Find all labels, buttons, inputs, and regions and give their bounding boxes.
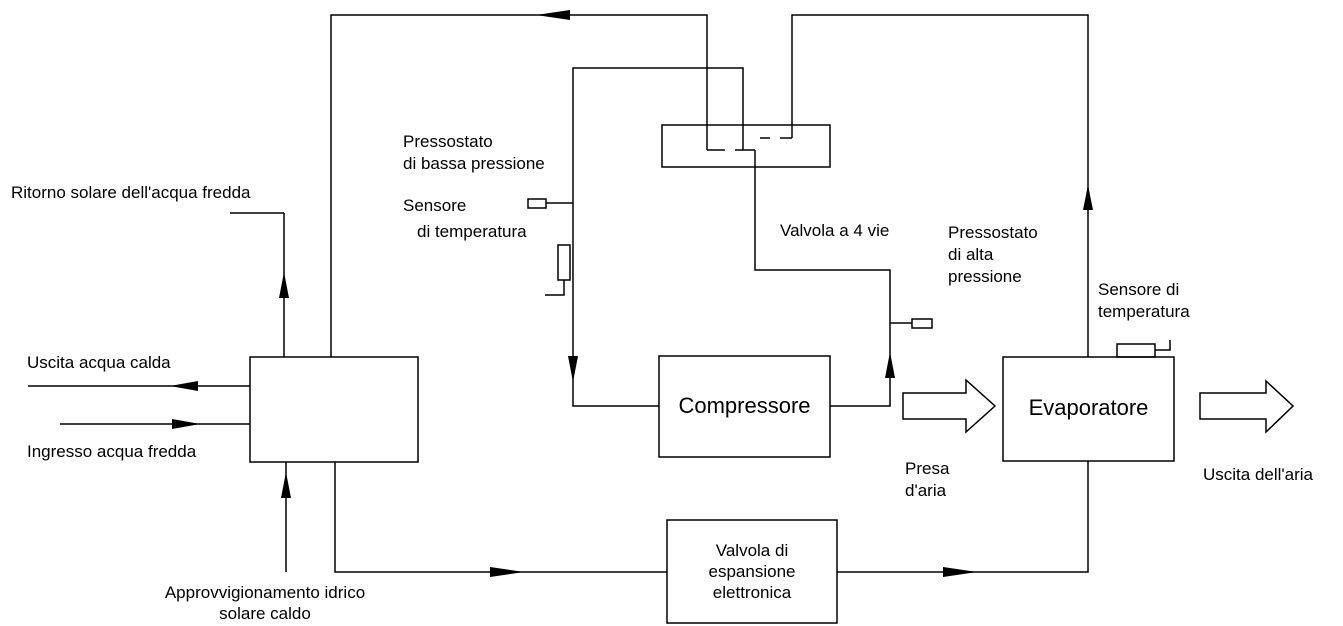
temp-sensor-right-lead <box>1155 340 1171 351</box>
high-pressure-switch-label-1: Pressostato <box>948 223 1038 242</box>
evap-in-arrowhead <box>943 567 977 577</box>
temp-sensor-left-label-1: Sensore <box>403 196 467 215</box>
hot-water-out-label: Uscita acqua calda <box>27 353 171 372</box>
temp-sensor-left-label-2: di temperatura <box>417 222 527 241</box>
air-intake-arrow <box>902 378 997 434</box>
solar-return-arrowhead <box>279 272 289 298</box>
evaporator-label: Evaporatore <box>1028 395 1149 420</box>
cold-water-in-arrowhead <box>172 419 200 429</box>
cold-water-in-label: Ingresso acqua fredda <box>27 442 197 461</box>
four-way-valve-label: Valvola a 4 vie <box>780 221 890 240</box>
air-intake-label-1: Presa <box>905 459 950 478</box>
discharge-up-arrowhead <box>885 352 895 378</box>
temp-sensor-right-body <box>1116 343 1156 358</box>
water-heat-exchanger <box>249 356 419 463</box>
air-intake-label-2: d'aria <box>905 481 947 500</box>
solar-supply-arrowhead <box>281 472 291 498</box>
refrigerant-evap-out-loop <box>837 461 1089 573</box>
refrigerant-evap-up-loop <box>791 14 1089 357</box>
low-pressure-switch-body <box>527 198 547 209</box>
temp-sensor-right-label-2: temperatura <box>1098 302 1190 321</box>
refrigerant-top-loop <box>330 14 708 357</box>
air-outlet-arrow <box>1199 379 1295 434</box>
hot-water-out-arrowhead <box>170 381 198 391</box>
compressor-discharge-line <box>754 150 891 407</box>
high-pressure-switch-label-2: di alta <box>948 245 994 264</box>
four-way-valve-box <box>661 124 831 168</box>
evap-up-arrowhead <box>1083 185 1093 210</box>
air-outlet-label: Uscita dell'aria <box>1203 465 1314 484</box>
top-loop-arrowhead <box>536 10 570 20</box>
bottom-loop-arrowhead <box>490 567 524 577</box>
compressor-suction-line <box>572 67 744 407</box>
high-pressure-switch-label-3: pressione <box>948 267 1022 286</box>
suction-down-arrowhead <box>568 356 578 382</box>
temp-sensor-right-label-1: Sensore di <box>1098 280 1180 299</box>
solar-hot-supply-label-1: Approvvigionamento idrico <box>164 583 366 602</box>
low-pressure-switch-label-2: di bassa pressione <box>403 154 545 173</box>
temp-sensor-left-lead <box>545 280 565 296</box>
high-pressure-switch-body <box>911 318 933 329</box>
solar-cold-return-label: Ritorno solare dell'acqua fredda <box>11 183 251 202</box>
expansion-valve-label: Valvola di espansione elettronica <box>708 541 796 602</box>
solar-hot-supply-label-2: solare caldo <box>219 604 311 623</box>
temp-sensor-left-body <box>557 244 571 281</box>
refrigerant-bottom-loop <box>334 462 667 573</box>
compressor-label: Compressore <box>678 393 811 418</box>
low-pressure-switch-label-1: Pressostato <box>403 132 493 151</box>
